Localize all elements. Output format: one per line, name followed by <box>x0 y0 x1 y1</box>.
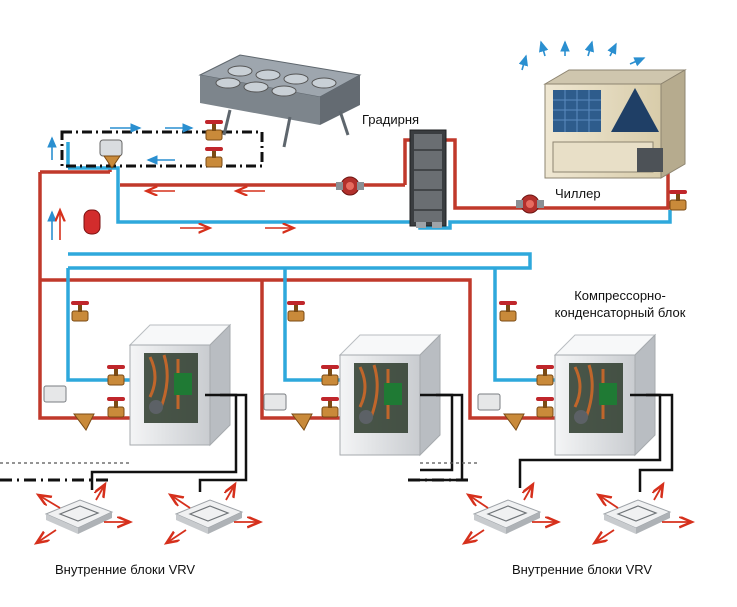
chiller-air-arrows <box>518 40 646 71</box>
circulation-pump <box>335 176 365 196</box>
vrv-unit <box>128 323 232 447</box>
indoor-units-right-label: Внутренние блоки VRV <box>512 562 653 577</box>
compressor-unit-label-line2: конденсаторный блок <box>554 305 686 320</box>
dry-cooler <box>198 54 362 148</box>
expansion-tank <box>83 209 101 235</box>
indoor-units-left-label: Внутренние блоки VRV <box>55 562 196 577</box>
control-valves <box>43 385 501 411</box>
indoor-units-right <box>473 499 671 535</box>
cooling-tower-label: Градирня <box>362 112 420 127</box>
dry-cooler-loop <box>60 130 264 168</box>
circulation-pump <box>515 194 545 214</box>
strainers <box>73 413 525 431</box>
chiller <box>543 69 687 179</box>
ball-valve <box>204 146 224 168</box>
cooling-tower-heat-exchanger <box>409 129 447 228</box>
three-way-valve <box>99 139 123 169</box>
compressor-unit-label-line1: Компрессорно- <box>574 288 666 303</box>
ball-valve <box>668 189 688 211</box>
indoor-units-left <box>45 499 243 535</box>
flow-arrows <box>47 123 292 240</box>
air-distribution-arrows <box>38 486 690 542</box>
ball-valve <box>204 119 224 141</box>
chiller-label: Чиллер <box>555 186 601 201</box>
